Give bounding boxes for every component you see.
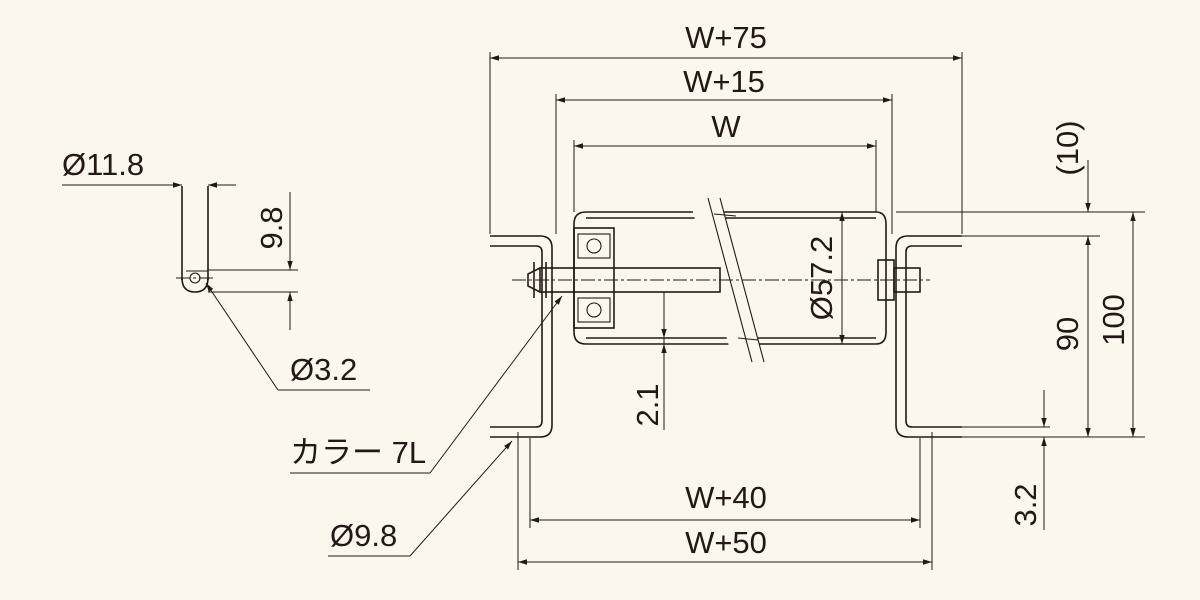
dim-w-plus-75: W+75 (489, 20, 963, 234)
dim-w-plus-40: W+40 (529, 438, 921, 528)
label-w-plus-15: W+15 (683, 64, 765, 99)
label-gap-2-1: 2.1 (630, 383, 665, 426)
label-w-plus-40: W+40 (685, 480, 767, 515)
label-w-plus-75: W+75 (685, 20, 767, 55)
label-w-plus-50: W+50 (685, 525, 767, 560)
dim-len-9-8: 9.8 (208, 192, 298, 330)
dim-dia-11-8: Ø11.8 (62, 147, 236, 188)
dim-height-90: 90 (962, 236, 1145, 438)
dim-gap-2-1: 2.1 (630, 292, 667, 430)
dim-w-plus-15: W+15 (555, 64, 893, 234)
dim-height-100: 100 (1096, 212, 1136, 437)
shaft (512, 259, 930, 301)
label-thick-3-2: 3.2 (1008, 483, 1043, 526)
bearing-left (573, 227, 615, 329)
label-collar: カラー 7L (290, 435, 426, 470)
label-dia-11-8: Ø11.8 (62, 147, 144, 182)
label-dia-57-2: Ø57.2 (804, 236, 839, 320)
dim-thick-3-2: 3.2 (962, 390, 1050, 530)
dim-w: W (573, 109, 877, 212)
label-hole-9-8: Ø9.8 (330, 518, 397, 553)
frame-right-bracket (895, 235, 962, 438)
label-len-9-8: 9.8 (254, 206, 289, 249)
label-w: W (711, 109, 741, 144)
roller-break-lines (690, 195, 765, 367)
frame-left-bracket (490, 235, 553, 438)
leader-hole-9-8: Ø9.8 (328, 440, 513, 557)
leader-collar: カラー 7L (290, 295, 563, 474)
label-dia-3-2: Ø3.2 (290, 352, 357, 387)
label-height-90: 90 (1050, 317, 1085, 351)
dim-w-plus-50: W+50 (517, 432, 933, 570)
dim-dia-57-2: Ø57.2 (804, 212, 845, 344)
label-offset-10: (10) (1050, 120, 1085, 175)
dim-offset-10: (10) (896, 120, 1145, 237)
dim-dia-3-2: Ø3.2 (205, 282, 370, 391)
shaft-end-detail (176, 186, 216, 293)
label-height-100: 100 (1096, 294, 1131, 346)
